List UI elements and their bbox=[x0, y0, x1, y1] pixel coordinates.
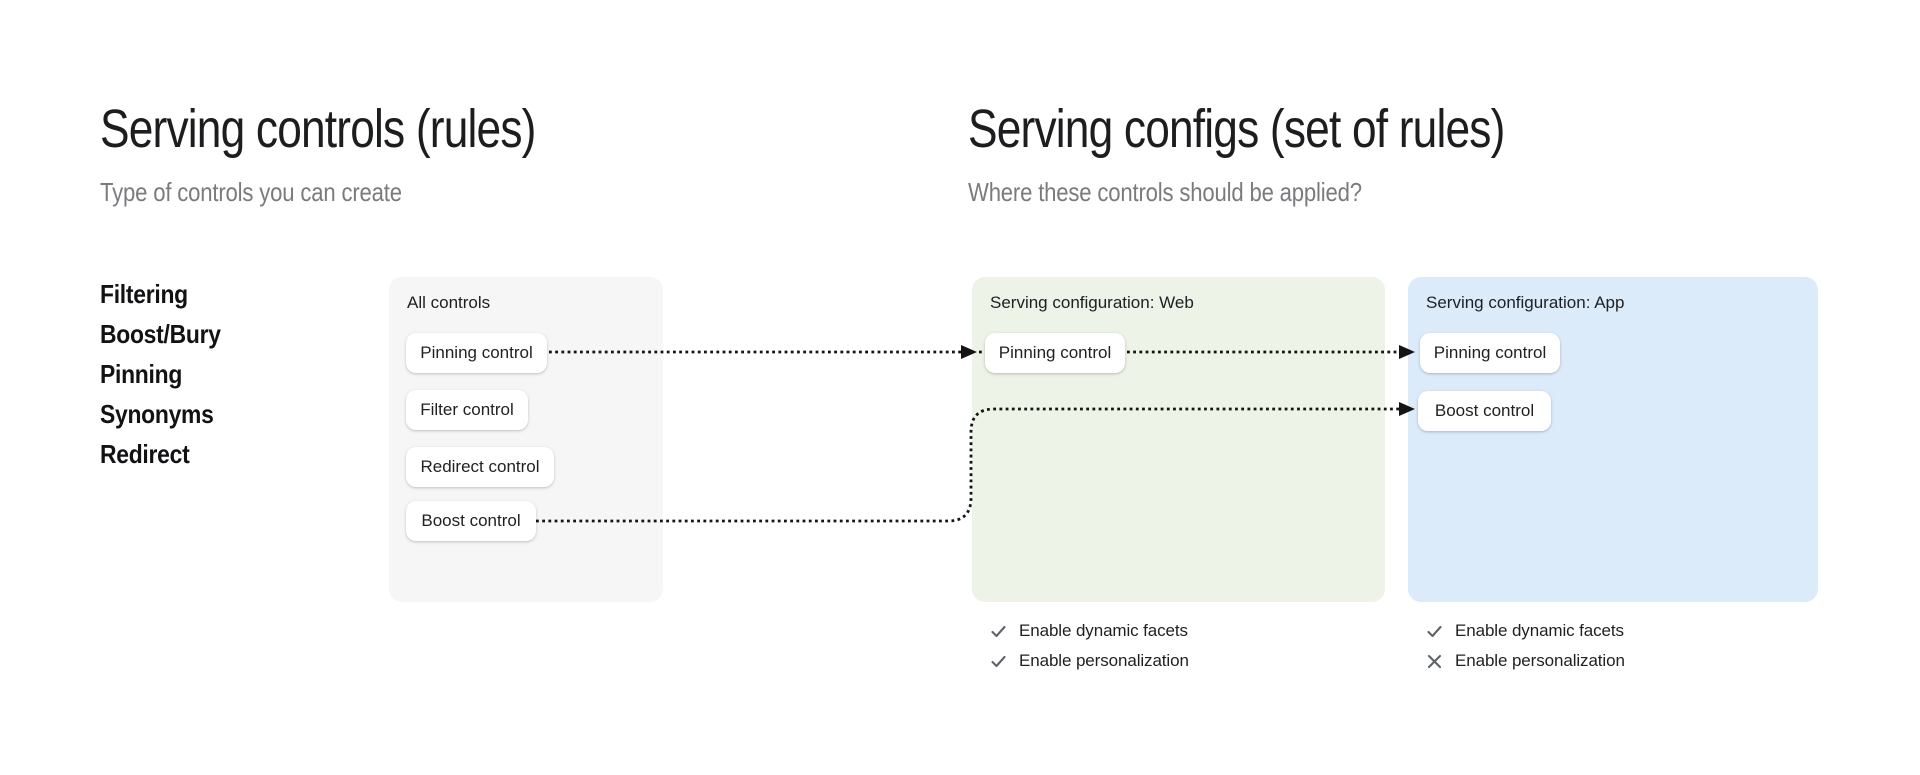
app-setting-dynamic-facets: Enable dynamic facets bbox=[1426, 621, 1625, 641]
web-pinning-control-chip[interactable]: Pinning control bbox=[985, 333, 1125, 373]
control-type-boost-bury: Boost/Bury bbox=[100, 319, 221, 349]
web-config-settings: Enable dynamic facets Enable personaliza… bbox=[990, 621, 1189, 681]
setting-label: Enable personalization bbox=[1019, 651, 1189, 670]
app-boost-control-chip[interactable]: Boost control bbox=[1418, 391, 1551, 431]
right-section-subtitle: Where these controls should be applied? bbox=[968, 177, 1362, 207]
setting-label: Enable dynamic facets bbox=[1455, 621, 1624, 640]
check-icon bbox=[991, 625, 1006, 637]
pinning-control-chip[interactable]: Pinning control bbox=[406, 333, 547, 373]
check-icon bbox=[991, 655, 1006, 667]
control-type-redirect: Redirect bbox=[100, 439, 190, 469]
all-controls-card-label: All controls bbox=[407, 293, 491, 312]
all-controls-card: All controls Pinning control Filter cont… bbox=[389, 277, 663, 602]
check-icon bbox=[1427, 625, 1442, 637]
filter-control-chip[interactable]: Filter control bbox=[406, 390, 528, 430]
control-type-synonyms: Synonyms bbox=[100, 399, 214, 429]
boost-control-chip[interactable]: Boost control bbox=[406, 501, 536, 541]
web-setting-dynamic-facets: Enable dynamic facets bbox=[990, 621, 1189, 641]
left-section-subtitle: Type of controls you can create bbox=[100, 177, 402, 207]
app-pinning-control-chip[interactable]: Pinning control bbox=[1420, 333, 1560, 373]
x-icon bbox=[1427, 654, 1442, 668]
app-setting-personalization: Enable personalization bbox=[1426, 651, 1625, 671]
web-setting-personalization: Enable personalization bbox=[990, 651, 1189, 671]
setting-label: Enable dynamic facets bbox=[1019, 621, 1188, 640]
left-section-title: Serving controls (rules) bbox=[100, 99, 536, 159]
right-section-title: Serving configs (set of rules) bbox=[968, 99, 1505, 159]
control-type-pinning: Pinning bbox=[100, 359, 183, 389]
web-config-card-label: Serving configuration: Web bbox=[990, 293, 1194, 312]
web-config-card: Serving configuration: Web Pinning contr… bbox=[972, 277, 1385, 602]
setting-label: Enable personalization bbox=[1455, 651, 1625, 670]
control-types-list: Filtering Boost/Bury Pinning Synonyms Re… bbox=[100, 274, 221, 474]
control-type-filtering: Filtering bbox=[100, 279, 188, 309]
redirect-control-chip[interactable]: Redirect control bbox=[406, 447, 554, 487]
app-config-settings: Enable dynamic facets Enable personaliza… bbox=[1426, 621, 1625, 681]
app-config-card: Serving configuration: App Pinning contr… bbox=[1408, 277, 1818, 602]
app-config-card-label: Serving configuration: App bbox=[1426, 293, 1625, 312]
